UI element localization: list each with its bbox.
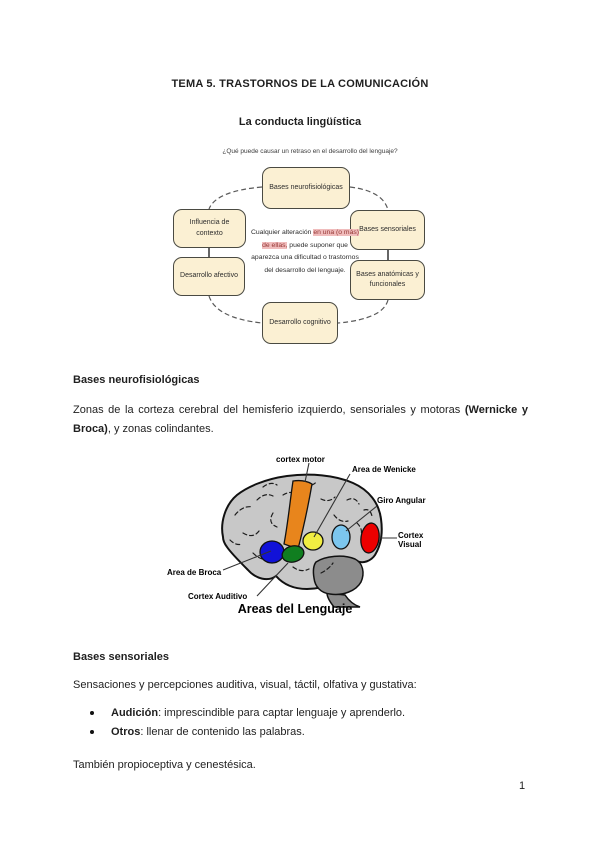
connector-arc-bottom-left <box>208 295 263 324</box>
page-number: 1 <box>519 780 526 792</box>
bullet-text: Otros: llenar de contenido las palabras. <box>111 726 305 738</box>
heading-bases-sensoriales: Bases sensoriales <box>73 651 170 663</box>
cycle-box-desarrollo-cognitivo: Desarrollo cognitivo <box>262 302 338 344</box>
connector-arc-bottom-right <box>337 299 389 324</box>
cycle-box-bases-anatomicas: Bases anatómicas y funcionales <box>350 260 425 300</box>
brain-sulci <box>229 480 373 574</box>
diagram-question: ¿Qué puede causar un retraso en el desar… <box>222 148 398 155</box>
connector-arc-top-right <box>349 186 389 211</box>
bullet-text: Audición: imprescindible para captar len… <box>111 707 405 719</box>
page-subtitle: La conducta lingüística <box>238 116 362 128</box>
heading-bases-neurofisiologicas: Bases neurofisiológicas <box>73 374 200 386</box>
bullet-item-audicion: Audición: imprescindible para captar len… <box>90 707 405 719</box>
cycle-box-bases-sensoriales: Bases sensoriales <box>350 210 425 250</box>
bullet-term: Audición <box>111 707 159 719</box>
brain-region-motor-cortex <box>283 479 313 550</box>
paragraph-bold-wernicke-broca: (Wernicke y Broca) <box>73 404 528 435</box>
label-cortex-auditivo: Cortex Auditivo <box>188 592 248 601</box>
label-cortex-motor: cortex motor <box>276 455 325 464</box>
note-pre: Cualquier alteración <box>250 229 314 236</box>
bullet-dot-icon <box>90 711 94 715</box>
bullet-rest: : llenar de contenido las palabras. <box>140 726 305 738</box>
cycle-box-influencia-contexto: Influencia de contexto <box>173 209 246 248</box>
paragraph-cortex-zones: Zonas de la corteza cerebral del hemisfe… <box>73 401 528 438</box>
note-post: puede suponer que aparezca una dificulta… <box>251 241 359 274</box>
label-pointer-lines <box>222 462 397 597</box>
page-title: TEMA 5. TRASTORNOS DE LA COMUNICACIÓN <box>171 78 429 90</box>
connector-arc-top-left <box>208 186 263 210</box>
paragraph-post: , y zonas colindantes. <box>107 422 214 435</box>
cycle-center-note: Cualquier alteración en una (o más) de e… <box>249 227 361 277</box>
paragraph-pre: Zonas de la corteza cerebral del hemisfe… <box>73 404 465 416</box>
cycle-box-bases-neurofisiologicas: Bases neurofisiológicas <box>262 167 350 209</box>
brain-region-broca <box>259 540 285 564</box>
bullet-rest: : imprescindible para captar lenguaje y … <box>158 707 406 719</box>
cycle-box-desarrollo-afectivo: Desarrollo afectivo <box>173 257 245 296</box>
bullet-term: Otros <box>111 726 141 738</box>
brain-region-wernicke <box>302 531 324 551</box>
cycle-connectors <box>208 186 389 324</box>
brain-illustration <box>221 462 397 608</box>
label-area-broca: Area de Broca <box>167 568 222 577</box>
bullet-item-otros: Otros: llenar de contenido las palabras. <box>90 726 305 738</box>
brain-stem-shape <box>326 592 361 608</box>
brain-region-auditory-cortex <box>281 545 305 563</box>
label-cortex-visual: Cortex Visual <box>398 531 424 549</box>
figure-caption: Areas del Lenguaje <box>237 602 353 616</box>
bullet-dot-icon <box>90 730 94 734</box>
label-giro-angular: Giro Angular <box>377 496 426 505</box>
paragraph-tambien: También propioceptiva y cenestésica. <box>73 759 256 771</box>
label-area-wernicke: Area de Wenicke <box>352 465 416 474</box>
brain-region-angular-gyrus <box>331 524 351 550</box>
brain-region-visual-cortex <box>360 522 380 554</box>
paragraph-sensations: Sensaciones y percepciones auditiva, vis… <box>73 679 417 691</box>
cerebellum-shape <box>312 555 364 596</box>
brain-language-areas-figure: cortex motor Area de Wenicke Giro Angula… <box>135 445 465 630</box>
language-factors-cycle-diagram: ¿Qué puede causar un retraso en el desar… <box>150 146 470 358</box>
